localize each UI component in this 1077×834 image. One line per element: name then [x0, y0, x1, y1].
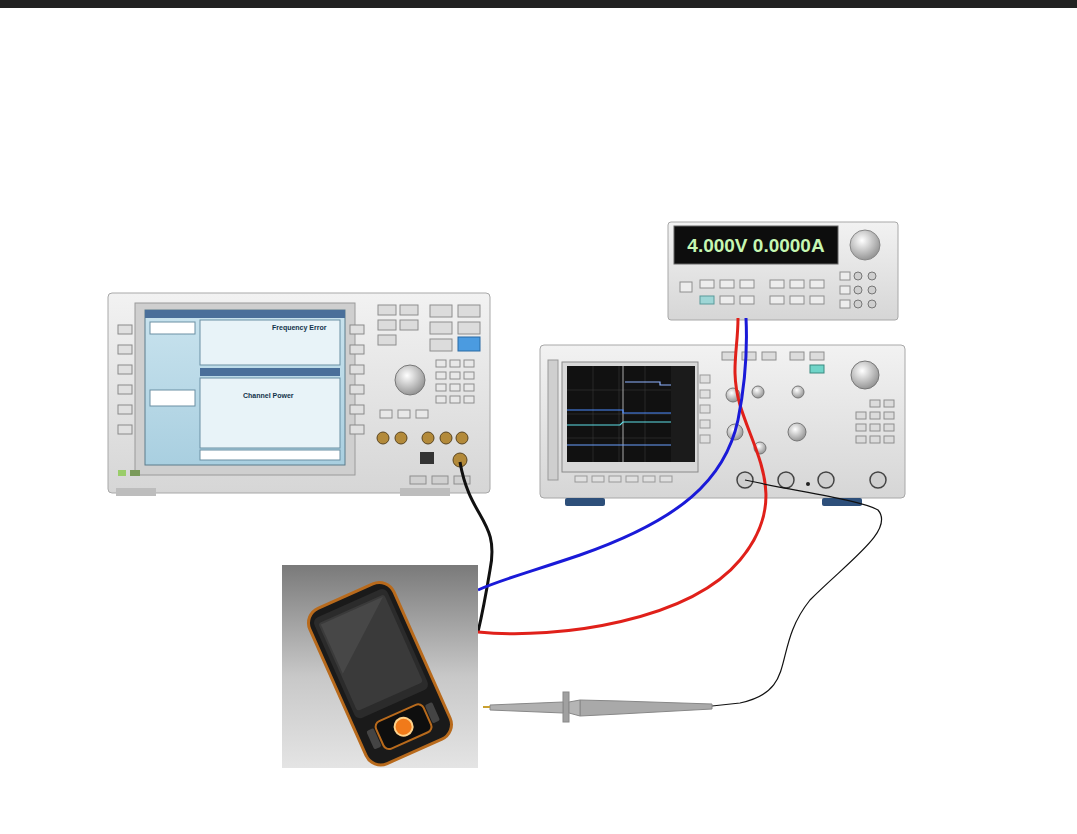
oscilloscope [540, 345, 905, 506]
top-bar [0, 0, 1077, 8]
screen-field-label: Channel Power [243, 392, 294, 399]
negative-power-lead [478, 318, 747, 590]
scope-probe [483, 692, 712, 722]
test-set [108, 293, 490, 496]
power-supply [668, 222, 898, 320]
mobile-phone-photo [282, 565, 478, 770]
screen-field-label: Frequency Error [272, 324, 326, 331]
probe-cable [712, 480, 882, 706]
power-supply-readout: 4.000V 0.0000A [687, 236, 824, 255]
positive-power-lead [478, 318, 766, 634]
